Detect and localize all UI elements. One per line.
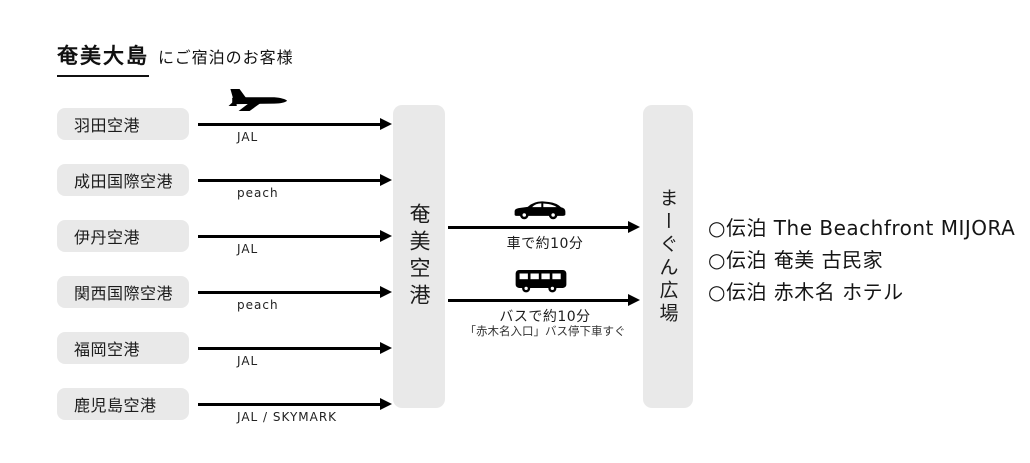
route-arrow-line (198, 402, 380, 406)
destination-box: まーぐん広場 (643, 105, 693, 408)
route-arrowhead-icon (380, 230, 392, 242)
car-transfer-label: 車で約10分 (506, 236, 584, 252)
hotel-item: ○伝泊 赤木名 ホテル (708, 280, 904, 304)
carrier-label: JAL (237, 130, 259, 144)
carrier-label: peach (237, 186, 279, 200)
route-arrowhead-icon (380, 342, 392, 354)
airport-label: 羽田空港 (74, 116, 141, 135)
car-arrow-line (448, 225, 628, 229)
airport-box-kansai: 関西国際空港 (57, 276, 189, 308)
route-arrow-line (198, 234, 380, 238)
car-icon (514, 201, 566, 220)
bus-arrow-line (448, 298, 628, 302)
route-arrowhead-icon (380, 286, 392, 298)
hotel-list: ○伝泊 The Beachfront MIJORA ○伝泊 奄美 古民家 ○伝泊… (708, 212, 1015, 308)
hotel-item: ○伝泊 The Beachfront MIJORA (708, 216, 1016, 240)
airport-label: 成田国際空港 (74, 172, 174, 191)
route-arrowhead-icon (380, 398, 392, 410)
page-title: 奄美大島にご宿泊のお客様 (57, 40, 294, 77)
route-row: 鹿児島空港 JAL / SKYMARK (57, 388, 397, 424)
car-arrowhead-icon (628, 221, 640, 233)
airport-label: 福岡空港 (74, 340, 141, 359)
route-row: 福岡空港 JAL (57, 332, 397, 368)
hub-airport-label: 奄美空港 (407, 202, 431, 311)
destination-island-name: 奄美大島 (57, 40, 149, 77)
airport-label: 鹿児島空港 (74, 396, 157, 415)
route-arrow-line (198, 178, 380, 182)
airport-label: 関西国際空港 (74, 284, 174, 303)
carrier-label: JAL (237, 242, 259, 256)
title-suffix: にご宿泊のお客様 (158, 48, 294, 67)
route-row: 羽田空港 JAL (57, 108, 397, 144)
bus-transfer-label: バスで約10分 (499, 309, 591, 325)
route-arrow-line (198, 290, 380, 294)
route-arrow-line (198, 122, 380, 126)
airport-box-haneda: 羽田空港 (57, 108, 189, 140)
route-arrowhead-icon (380, 174, 392, 186)
hotel-item: ○伝泊 奄美 古民家 (708, 248, 884, 272)
airport-box-fukuoka: 福岡空港 (57, 332, 189, 364)
route-row: 関西国際空港 peach (57, 276, 397, 312)
airport-box-itami: 伊丹空港 (57, 220, 189, 252)
route-arrow-line (198, 346, 380, 350)
destination-label: まーぐん広場 (656, 187, 679, 326)
airplane-icon (228, 89, 288, 111)
airport-label: 伊丹空港 (74, 228, 141, 247)
carrier-label: peach (237, 298, 279, 312)
carrier-label: JAL / SKYMARK (237, 410, 338, 424)
bus-arrowhead-icon (628, 294, 640, 306)
bus-stop-note: 「赤木名入口」バス停下車すぐ (464, 324, 626, 338)
carrier-label: JAL (237, 354, 259, 368)
airport-box-kagoshima: 鹿児島空港 (57, 388, 189, 420)
bus-icon (515, 270, 567, 293)
route-arrowhead-icon (380, 118, 392, 130)
airport-box-narita: 成田国際空港 (57, 164, 189, 196)
route-row: 伊丹空港 JAL (57, 220, 397, 256)
hub-airport-box: 奄美空港 (393, 105, 445, 408)
route-row: 成田国際空港 peach (57, 164, 397, 200)
